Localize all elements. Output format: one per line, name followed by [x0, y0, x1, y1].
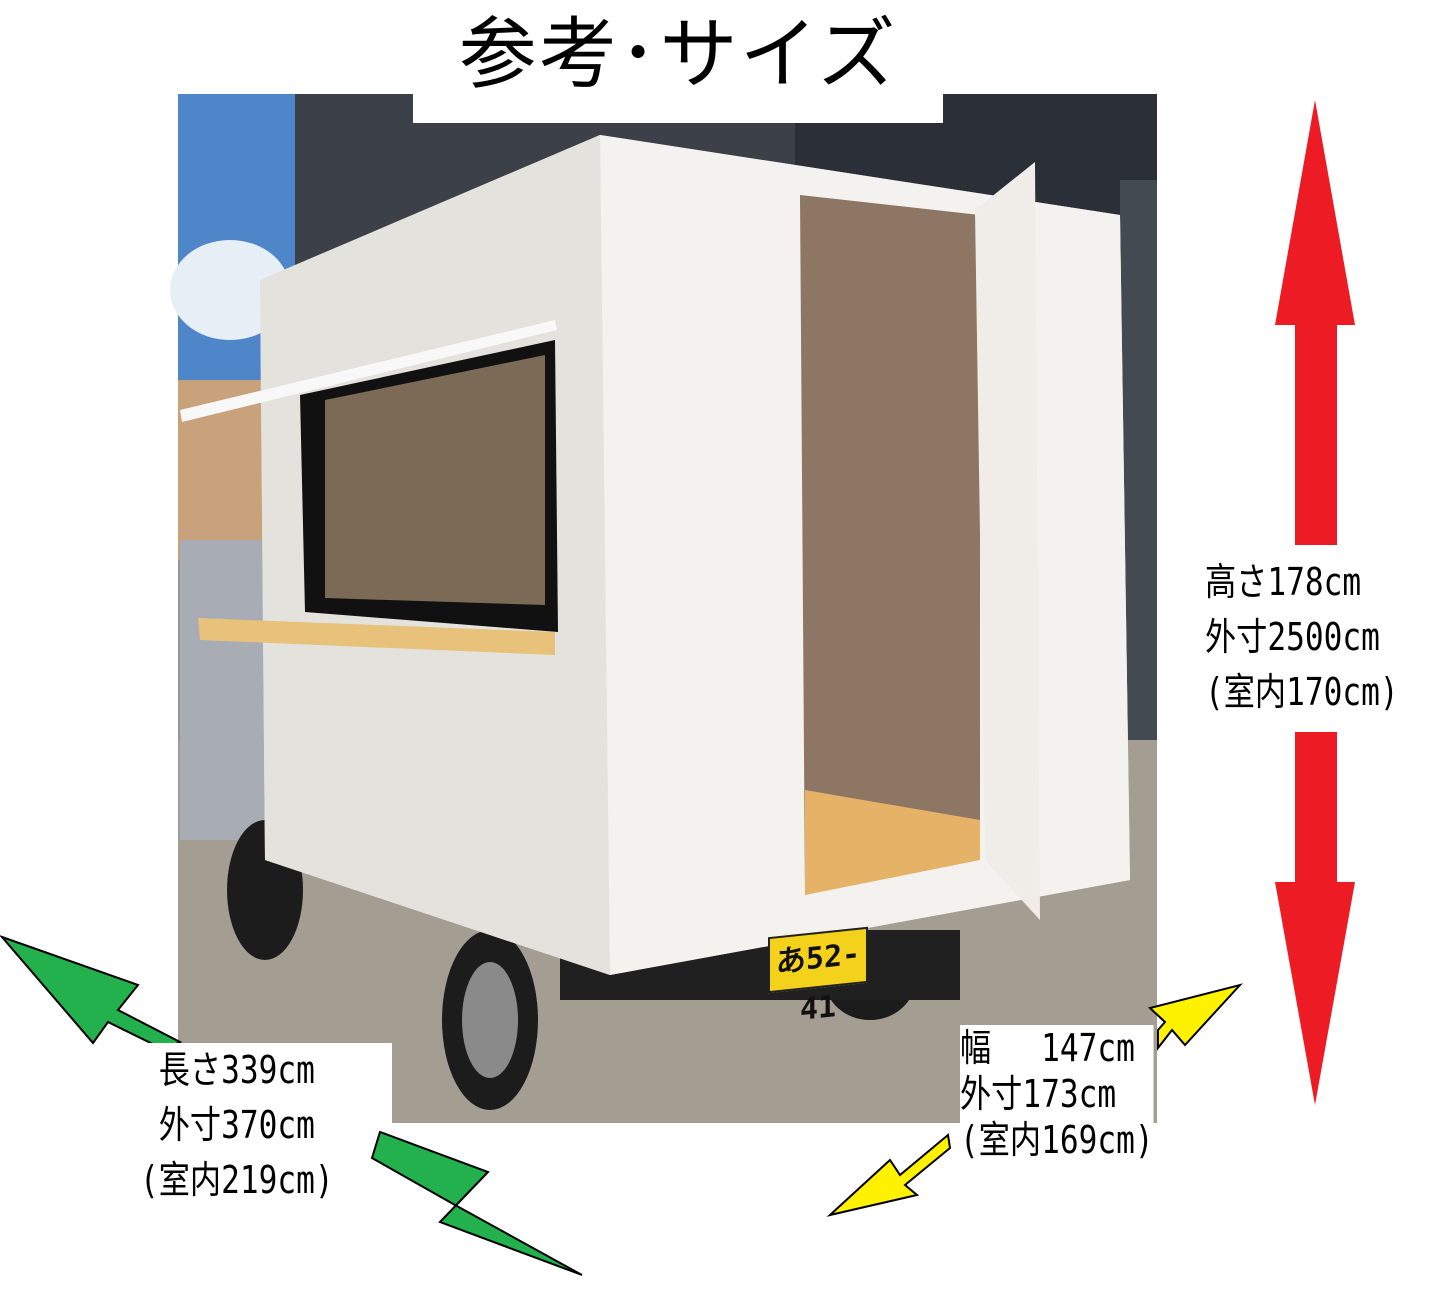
length-label: 長さ339cm 外寸370cm (室内219cm): [140, 1043, 334, 1208]
width-outer: 外寸173cm: [960, 1072, 1117, 1116]
length-interior: (室内219cm): [140, 1158, 334, 1202]
page-title: 参考･サイズ: [413, 0, 943, 123]
truck-box: [180, 135, 1130, 975]
height-interior: (室内170cm): [1205, 670, 1399, 714]
width-interior: (室内169cm): [960, 1118, 1154, 1162]
length-value: 長さ339cm: [158, 1048, 315, 1092]
height-outer: 外寸2500cm: [1205, 615, 1380, 659]
length-outer: 外寸370cm: [158, 1103, 315, 1147]
height-value: 高さ178cm: [1205, 560, 1362, 604]
height-arrow: [1275, 100, 1355, 1105]
width-arrow: [826, 983, 1244, 1217]
license-plate: あ52-41: [768, 926, 868, 1028]
height-label: 高さ178cm 外寸2500cm (室内170cm): [1205, 555, 1399, 720]
width-value: 幅 147cm: [960, 1026, 1135, 1070]
